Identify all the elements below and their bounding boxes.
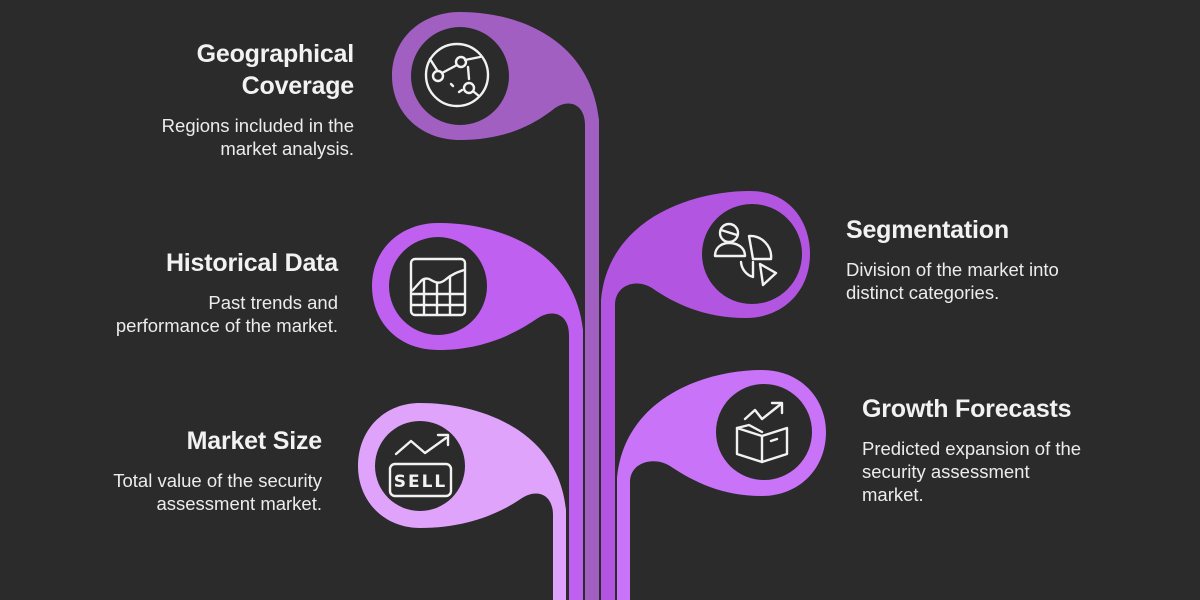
globe-network-icon — [424, 42, 490, 108]
description-line-1: Past trends and — [208, 292, 338, 313]
title-line-2: Coverage — [241, 72, 355, 100]
item-title: Segmentation — [846, 216, 1009, 244]
bulb-growth-forecasts — [617, 370, 826, 600]
title-line-1: Geographical — [196, 40, 355, 68]
item-description: Division of the market into distinct cat… — [846, 258, 1126, 304]
item-description: Past trends and performance of the marke… — [70, 291, 338, 337]
description-line-3: market. — [862, 484, 924, 505]
item-historical-data: Historical Data Past trends and performa… — [70, 247, 338, 337]
item-growth-forecasts: Growth Forecasts Predicted expansion of … — [862, 393, 1142, 506]
description-line-2: market analysis. — [220, 138, 354, 159]
item-title: Growth Forecasts — [862, 395, 1072, 423]
description-line-2: assessment market. — [156, 493, 322, 514]
sell-trend-icon: SELL — [388, 433, 453, 498]
item-title: Market Size — [186, 427, 323, 455]
description-line-2: security assessment — [862, 461, 1030, 482]
description-line-1: Predicted expansion of the — [862, 438, 1082, 459]
description-line-2: distinct categories. — [846, 282, 1000, 303]
item-segmentation: Segmentation Division of the market into… — [846, 214, 1126, 304]
item-title: Historical Data — [165, 249, 338, 277]
description-line-1: Regions included in the — [161, 115, 354, 136]
description-line-2: performance of the market. — [115, 315, 338, 336]
box-growth-icon — [735, 401, 789, 464]
sell-label: SELL — [394, 472, 448, 492]
area-chart-grid-icon — [409, 257, 467, 317]
item-description: Total value of the security assessment m… — [70, 469, 322, 515]
description-line-1: Total value of the security — [113, 470, 322, 491]
description-line-1: Division of the market into — [846, 259, 1059, 280]
item-description: Regions included in the market analysis. — [110, 114, 354, 160]
user-pie-chart-icon — [713, 222, 778, 287]
item-geographical-coverage: Geographical Coverage Regions included i… — [110, 38, 355, 160]
item-market-size: Market Size Total value of the security … — [70, 425, 322, 515]
bulb-market-size — [358, 403, 566, 600]
item-title: Geographical Coverage — [110, 38, 355, 102]
item-description: Predicted expansion of the security asse… — [862, 437, 1142, 506]
